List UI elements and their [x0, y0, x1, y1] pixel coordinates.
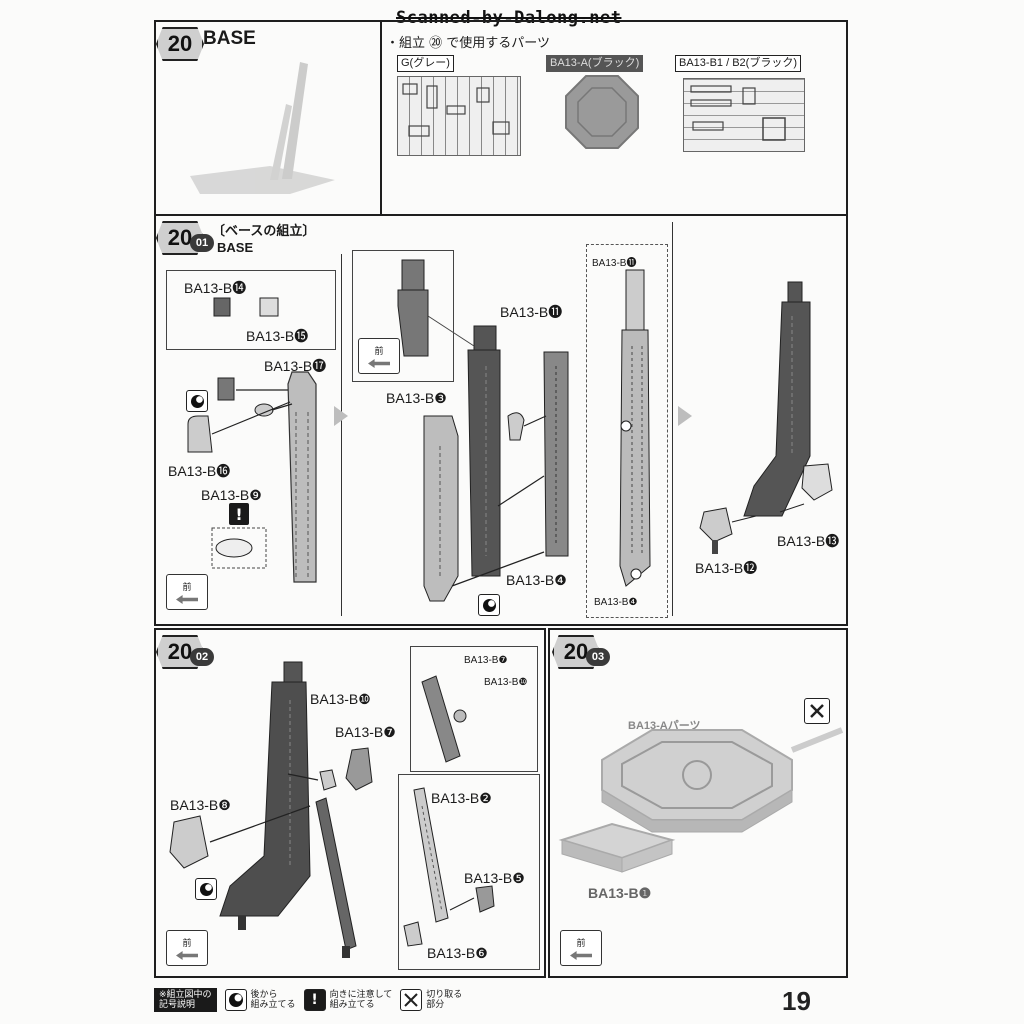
step-arrow-1 [334, 406, 348, 426]
label-b2: BA13-B❷ [431, 790, 492, 806]
step20-02-sub-badge: 02 [190, 648, 214, 666]
step20-01-title-jp: 〔ベースの組立〕 [212, 224, 316, 239]
octagon-plate-shape [565, 75, 639, 149]
legend-text-2: 向きに注意して 組み立てる [329, 990, 393, 1010]
step20-02-sub: 02 [195, 651, 209, 663]
runner-tag-g: G(グレー) [397, 55, 454, 72]
front-direction-box-3: 前 [166, 930, 208, 966]
nipper-icon [810, 704, 824, 718]
legend-text-3: 切り取る 部分 [426, 990, 463, 1010]
step20-01-sub-badge: 01 [190, 234, 214, 252]
legend-item-cut: 切り取る 部分 [400, 989, 462, 1011]
step20-01-divider-2 [672, 222, 673, 616]
assemble-later-legend-icon [224, 989, 247, 1011]
label-b1: BA13-B❶ [588, 885, 652, 901]
runner-g-grid [397, 76, 521, 156]
panel1-illustration [187, 371, 317, 583]
label-b3: BA13-B❸ [386, 390, 447, 406]
step20-03-sub: 03 [591, 651, 605, 663]
front-label-3: 前 [182, 939, 192, 949]
legend-head: ※組立図中の 記号説明 [154, 988, 217, 1012]
runner-g-parts [402, 83, 510, 137]
page-number: 19 [782, 986, 811, 1016]
front-direction-box-4: 前 [560, 930, 602, 966]
step20-02-inset-bottom [398, 774, 540, 970]
panel3-illustration [699, 281, 833, 554]
front-label-1: 前 [182, 583, 192, 593]
label-b4-a: BA13-B❹ [506, 572, 567, 588]
step20-01-frame [154, 214, 848, 626]
base-plate-shape [190, 166, 335, 194]
front-direction-box-2: 前 [358, 338, 400, 374]
runner-b-parts [690, 85, 786, 141]
step20-02-frame [154, 628, 546, 978]
cut-legend-icon [400, 989, 423, 1011]
step20-02-illustration [169, 661, 495, 958]
assemble-later-icon [186, 390, 208, 412]
front-label-4: 前 [576, 939, 586, 949]
inset-label-b10: BA13-B❿ [484, 677, 528, 688]
label-b7: BA13-B❼ [335, 724, 396, 740]
octagon-base-shape [601, 729, 793, 821]
rail-detail-illustration [619, 269, 651, 587]
step20-01-number: 20 [167, 225, 193, 250]
arm-lower-shape [270, 104, 292, 180]
small-parts-shapes [213, 297, 279, 317]
label-b15: BA13-B⓯ [246, 328, 309, 344]
label-b13: BA13-B⓭ [777, 533, 840, 549]
rail-detail-inset [586, 244, 668, 618]
step20-01-title-en: BASE [217, 240, 254, 255]
front-direction-box-1: 前 [166, 574, 208, 610]
assemble-later-icon-2 [478, 594, 500, 616]
label-b16: BA13-B⓰ [168, 463, 231, 479]
label-b8: BA13-B❽ [170, 797, 231, 813]
completed-base-illustration [190, 62, 335, 194]
nipper-icon-box [804, 698, 830, 724]
step-arrow-2 [678, 406, 692, 426]
scan-credit: Scanned-by-Dalong.net [396, 8, 622, 28]
step20-03-frame [548, 628, 848, 978]
step20-title: BASE [203, 28, 256, 49]
front-label-2: 前 [374, 347, 384, 357]
label-b10: BA13-B❿ [310, 691, 371, 707]
step20-03-illustration [558, 727, 844, 873]
label-b12: BA13-B⓬ [695, 560, 758, 576]
step20-02-inset-top [410, 646, 538, 772]
legend-item-orientation: ! 向きに注意して 組み立てる [303, 989, 393, 1011]
step20-03-sub-badge: 03 [586, 648, 610, 666]
label-b9: BA13-B❾ [201, 487, 262, 503]
inset-label-b7: BA13-B❼ [464, 655, 508, 666]
small-parts-inset [166, 270, 336, 350]
runner-tag-a: BA13-A(ブラック) [546, 55, 644, 72]
panel2-illustration [397, 259, 569, 602]
runner-b-grid [683, 78, 805, 152]
step20-03-number: 20 [563, 639, 589, 664]
label-b4-b: BA13-B❹ [594, 597, 638, 608]
step20-01-sub: 01 [195, 237, 209, 249]
step20-02-number: 20 [167, 639, 193, 664]
label-b11-a: BA13-B⓫ [500, 304, 563, 320]
symbol-legend: ※組立図中の 記号説明 後から 組み立てる ! 向きに注意して 組み立てる 切り… [154, 986, 462, 1014]
label-b17: BA13-B⓱ [264, 358, 327, 374]
parts-note: ・組立 ⑳ で使用するパーツ [386, 36, 551, 51]
runner-a-disc [565, 75, 639, 149]
orientation-warning-icon: ! [229, 503, 249, 525]
legend-text-1: 後から 組み立てる [250, 990, 296, 1010]
label-b5: BA13-B❺ [464, 870, 525, 886]
step20-number: 20 [167, 31, 193, 56]
label-b14: BA13-B⓮ [184, 280, 247, 296]
step20-01-divider-1 [341, 254, 342, 616]
label-b11-b: BA13-B⓫ [592, 258, 637, 269]
runner-tag-b: BA13-B1 / B2(ブラック) [675, 55, 801, 72]
legend-item-assemble-later: 後から 組み立てる [224, 989, 296, 1011]
warning-legend-icon: ! [303, 989, 326, 1011]
label-b6: BA13-B❻ [427, 945, 488, 961]
column-part-shape [287, 371, 317, 583]
step20-number-badge: 20 [156, 27, 204, 61]
assemble-later-icon-3 [195, 878, 217, 900]
top-detail-inset [352, 250, 454, 382]
arm-shape [282, 62, 308, 179]
